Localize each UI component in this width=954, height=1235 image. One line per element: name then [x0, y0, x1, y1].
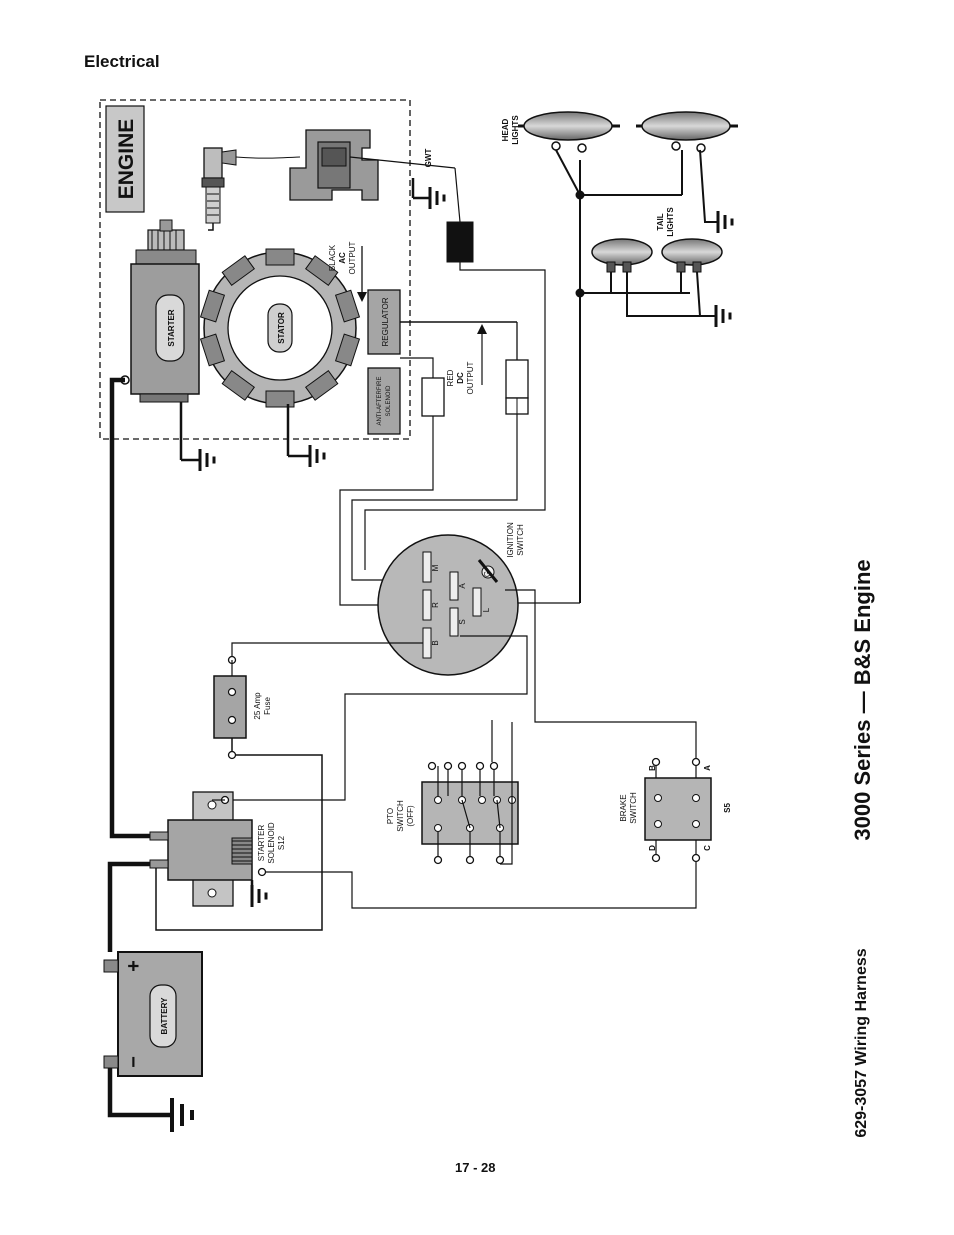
terminal-b: B [431, 640, 440, 645]
pto-label-line2: SWITCH [396, 800, 405, 832]
brake-terminal-b: B [648, 765, 657, 771]
anti-afterfire-solenoid: ANTI-AFTERFIRE SOLENOID [367, 367, 401, 435]
brake-label-line1: BRAKE [619, 794, 628, 821]
terminal-r: R [431, 602, 440, 608]
starter-solenoid [149, 791, 253, 907]
regulator: REGULATOR [367, 289, 401, 355]
engine-title-box: ENGINE [105, 105, 145, 213]
tail-lights-line2: LIGHTS [666, 207, 675, 237]
brake-terminal-d: D [648, 845, 657, 851]
terminal-m: M [431, 564, 440, 571]
red-dc-line3: OUTPUT [466, 361, 475, 394]
battery-ground-icon [170, 1098, 194, 1132]
tail-light-left [591, 238, 653, 273]
section-heading: Electrical [84, 52, 160, 71]
pto-leads [437, 766, 501, 860]
terminal-s: S [458, 619, 467, 624]
head-lights-line2: LIGHTS [511, 115, 520, 145]
black-ac-output-label: BLACK [328, 244, 337, 271]
ignition-switch-line1: IGNITION [506, 522, 515, 558]
red-dc-line2: DC [456, 372, 465, 384]
brake-label-line2: SWITCH [629, 792, 638, 824]
brake-id: S5 [723, 803, 732, 813]
stator: STATOR [199, 248, 361, 408]
arrow-icon [477, 324, 487, 334]
battery: BATTERY + − [103, 951, 203, 1077]
terminal-a: A [458, 583, 467, 589]
ignition-switch-line2: SWITCH [516, 524, 525, 556]
pto-label-line1: PTO [386, 808, 395, 824]
spark-plug [201, 147, 301, 231]
fuse [213, 675, 247, 739]
series-title: 3000 Series — B&S Engine [850, 559, 875, 840]
head-light-left [518, 111, 620, 153]
pto-label-line3: (OFF) [406, 805, 415, 827]
terminal-g: G [483, 571, 492, 577]
terminal-l: L [482, 607, 491, 612]
battery-label: BATTERY [160, 997, 169, 1035]
black-ac-output-line3: OUTPUT [348, 241, 357, 274]
harness-title: 629-3057 Wiring Harness [853, 948, 870, 1137]
engine-title: ENGINE [115, 119, 138, 200]
solenoid-label-line1: STARTER [257, 824, 266, 861]
battery-plus: + [123, 960, 145, 972]
fuse-label-line2: Fuse [263, 697, 272, 715]
red-wire-connector [421, 377, 445, 417]
ignition-coil [289, 129, 456, 201]
dc-output-connector [505, 359, 529, 399]
battery-minus: − [123, 1056, 145, 1068]
ac-label: AC [338, 252, 347, 264]
tail-light-right [661, 238, 723, 273]
ground-icon [428, 185, 446, 211]
stator-label: STATOR [277, 312, 286, 344]
red-dc-line1: RED [446, 369, 455, 386]
page-number: 17 - 28 [455, 1160, 496, 1175]
engine-boundary [99, 99, 411, 440]
lights-connector [446, 221, 474, 263]
starter-label: STARTER [167, 309, 176, 346]
solenoid-label-line2: SOLENOID [267, 822, 276, 864]
head-light-right [636, 111, 738, 153]
solenoid-label-line3: S12 [277, 835, 286, 850]
regulator-label: REGULATOR [381, 297, 390, 346]
anti-afterfire-line1: ANTI-AFTERFIRE [377, 377, 383, 426]
head-lights-line1: HEAD [501, 118, 510, 141]
tail-lights-line1: TAIL [656, 213, 665, 230]
brake-switch [644, 777, 712, 841]
gwt-label: GWT [424, 149, 433, 168]
anti-afterfire-line2: SOLENOID [386, 385, 392, 417]
arrow-icon [357, 292, 367, 302]
fuse-label-line1: 25 Amp [253, 692, 262, 720]
ignition-switch: M R B A S L G [377, 534, 519, 676]
brake-terminal-a: A [703, 765, 712, 771]
brake-terminal-c: C [703, 845, 712, 851]
starter-motor: STARTER [120, 219, 200, 403]
